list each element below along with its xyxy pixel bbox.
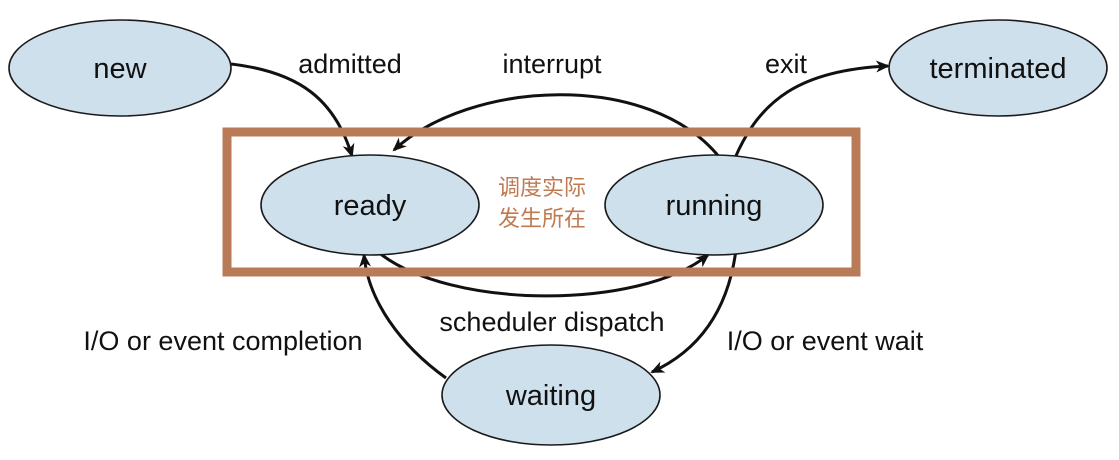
edge-exit: [733, 60, 890, 159]
state-ready: ready: [260, 154, 480, 256]
annotation-line-1: 调度实际: [498, 176, 586, 201]
state-running: running: [604, 154, 824, 256]
state-waiting-label: waiting: [505, 380, 596, 412]
edge-interrupt: [392, 93, 722, 159]
state-running-shape: [604, 154, 824, 256]
state-terminated-label: terminated: [929, 53, 1066, 85]
state-new-label: new: [93, 53, 147, 85]
scheduling-highlight-box: [222, 127, 861, 277]
label-interrupt: interrupt: [502, 49, 602, 79]
edge-admitted: [230, 62, 355, 158]
state-new: new: [8, 19, 232, 117]
state-ready-shape: [260, 154, 480, 256]
state-waiting-shape: [441, 344, 661, 446]
state-waiting: waiting: [441, 344, 661, 446]
state-terminated-shape: [888, 19, 1108, 117]
label-io-wait: I/O or event wait: [727, 326, 924, 356]
label-admitted: admitted: [298, 49, 402, 79]
label-scheduler-dispatch: scheduler dispatch: [439, 307, 664, 337]
state-running-label: running: [666, 190, 763, 222]
label-exit: exit: [765, 49, 808, 79]
state-terminated: terminated: [888, 19, 1108, 117]
annotation-line-2: 发生所在: [498, 207, 586, 232]
state-new-shape: [8, 19, 232, 117]
state-ready-label: ready: [334, 190, 407, 222]
label-io-completion: I/O or event completion: [83, 326, 362, 356]
